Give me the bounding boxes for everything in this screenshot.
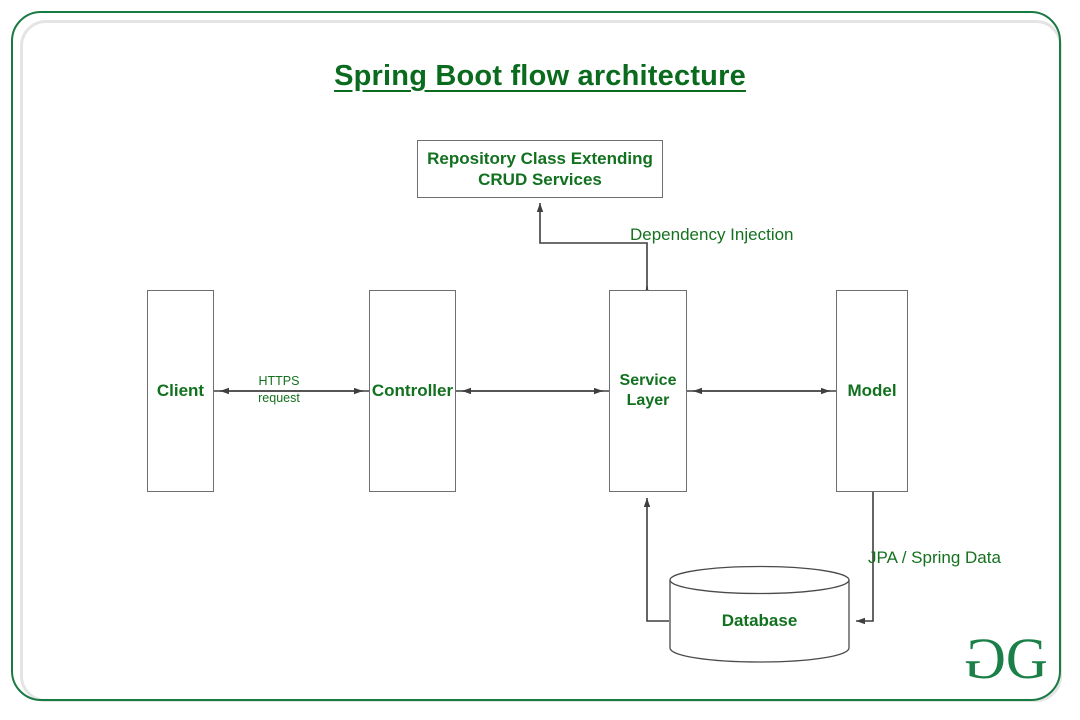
edge-label-dependency-injection: Dependency Injection — [630, 225, 794, 244]
edge-database-to-service — [643, 498, 669, 622]
node-database-label: Database — [721, 611, 798, 630]
page-title: Spring Boot flow architecture — [334, 60, 746, 92]
logo-glyph-reversed-g: G — [966, 626, 1006, 691]
node-model[interactable]: Model — [836, 290, 908, 492]
node-database[interactable]: Database — [669, 565, 850, 663]
cylinder-shape — [669, 565, 850, 663]
edge-label-https-request: HTTPS request — [258, 374, 300, 405]
logo-glyph-g: G — [1005, 626, 1048, 691]
node-service-layer[interactable]: Service Layer — [609, 290, 687, 492]
node-repository[interactable]: Repository Class Extending CRUD Services — [417, 140, 663, 198]
edge-model-to-database — [856, 492, 874, 625]
node-controller[interactable]: Controller — [369, 290, 456, 492]
edge-service-to-repository — [536, 203, 651, 295]
node-client[interactable]: Client — [147, 290, 214, 492]
geeksforgeeks-logo: GG — [966, 626, 1058, 691]
edge-label-jpa-spring-data: JPA / Spring Data — [868, 548, 1001, 567]
